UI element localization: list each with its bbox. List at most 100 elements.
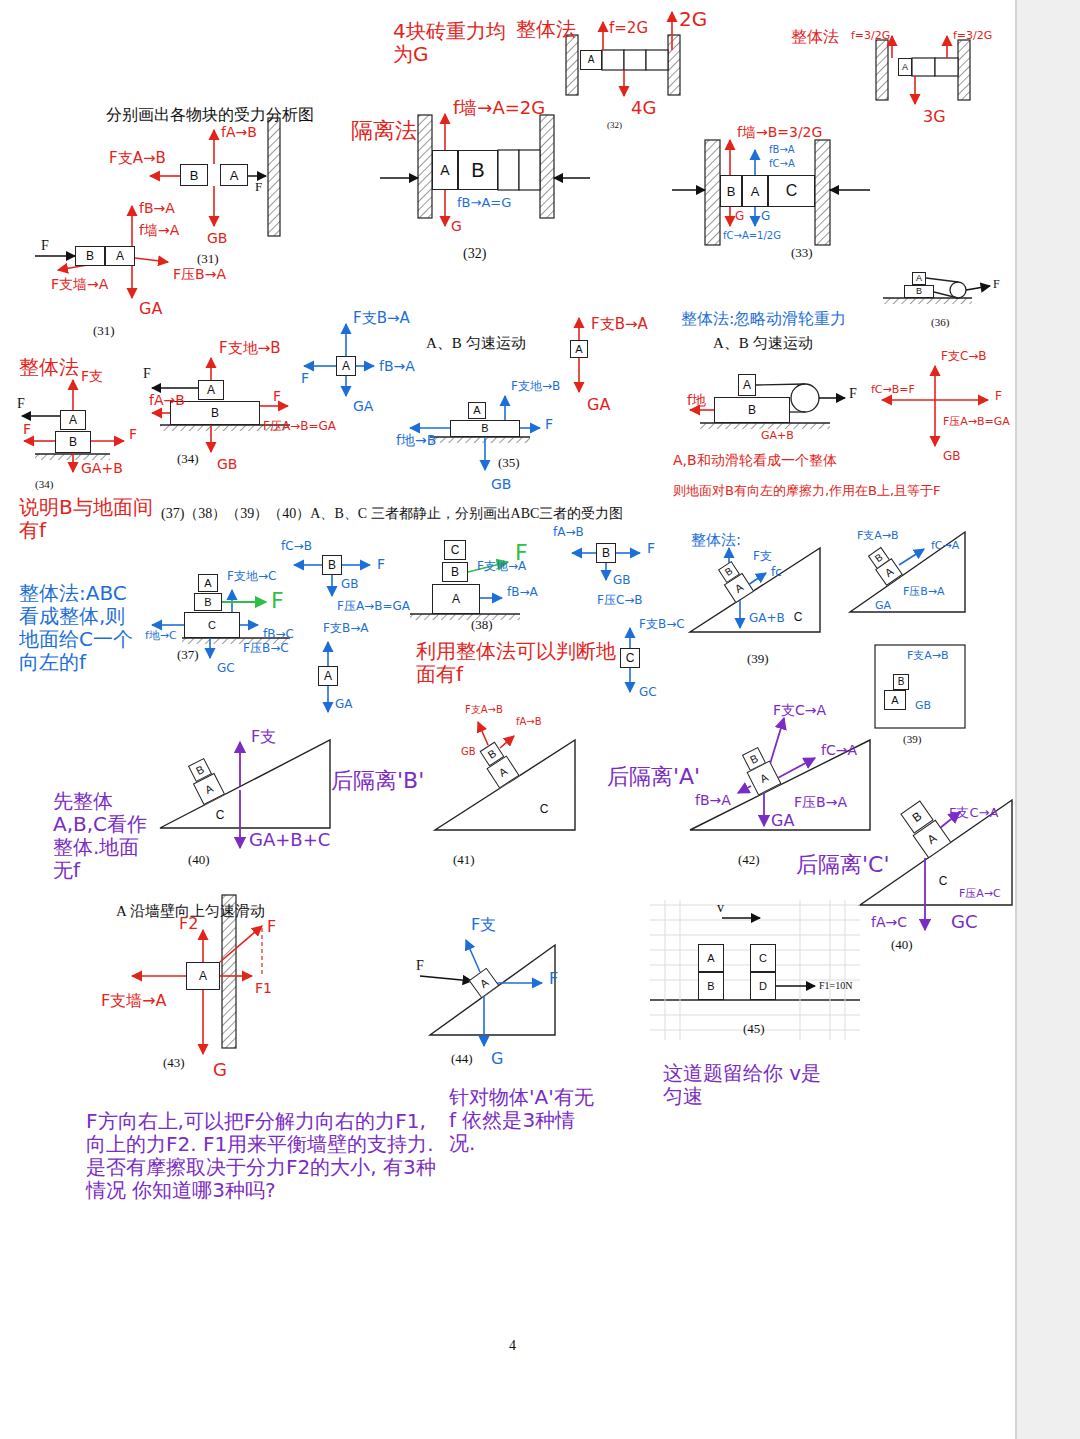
printed-text: 分别画出各物块的受力分析图 <box>105 106 315 124</box>
block-letter: B <box>69 436 77 448</box>
handwritten-note: G <box>760 210 771 224</box>
force-arrow <box>72 380 74 410</box>
block-letter: C <box>626 652 635 664</box>
block-letter: A <box>324 670 332 682</box>
block-box: A <box>432 584 480 614</box>
handwritten-note: f墙→B=3/2G <box>736 124 823 140</box>
brick <box>498 150 519 190</box>
printed-text: (36) <box>930 316 950 329</box>
wall <box>222 35 970 1048</box>
force-arrow <box>484 437 486 470</box>
block-box: C <box>768 175 815 207</box>
handwritten-note: F <box>266 918 277 936</box>
handwritten-note: GC <box>950 912 979 933</box>
handwritten-note: GA+B <box>80 460 124 476</box>
incline <box>690 740 870 830</box>
block-box: C <box>212 806 228 824</box>
force-arrow <box>380 177 418 179</box>
handwritten-note: F压C→B <box>596 594 644 608</box>
block-letter: B <box>707 981 714 992</box>
handwritten-note: F支地→A <box>476 560 527 574</box>
handwritten-note: 整体法 <box>790 28 840 46</box>
block-box: C <box>935 872 951 890</box>
force-arrow <box>239 790 241 848</box>
handwritten-note: 整体法 <box>515 18 577 41</box>
printed-text: (39) <box>902 733 922 746</box>
printed-text: (43) <box>162 1056 186 1071</box>
block-box: A <box>912 272 926 285</box>
handwritten-note: fA→C <box>870 914 908 930</box>
force-arrow <box>722 917 760 919</box>
force-arrow <box>763 791 765 826</box>
handwritten-note: fC→B <box>280 540 313 554</box>
force-arrow <box>220 926 262 962</box>
force-arrow <box>327 642 329 666</box>
page-margin <box>1016 0 1080 1439</box>
block-box: C <box>444 540 466 560</box>
wall <box>958 40 970 100</box>
brick <box>602 50 624 70</box>
handwritten-note: F <box>646 540 656 556</box>
handwritten-note: F <box>22 421 32 437</box>
printed-text: (31) <box>196 252 220 267</box>
force-arrow <box>260 405 288 407</box>
block-box: C <box>620 648 640 668</box>
block-letter: A <box>230 169 239 182</box>
block-letter: C <box>794 611 803 623</box>
block-box: B <box>442 562 468 582</box>
handwritten-note: fB→A <box>138 200 176 216</box>
ground-hatch <box>700 423 830 429</box>
force-arrow <box>672 189 705 191</box>
block-box: B <box>904 285 934 298</box>
grid <box>800 900 801 1040</box>
handwritten-note: F支A→B <box>856 530 900 543</box>
block-box: A <box>468 402 486 419</box>
force-arrow <box>891 36 893 58</box>
printed-text: (39) <box>746 652 770 667</box>
handwritten-note: F2 <box>178 915 199 933</box>
block-box: A <box>698 944 724 972</box>
handwritten-note: GB <box>206 230 228 246</box>
grid <box>830 900 831 1040</box>
handwritten-note: F <box>376 556 386 572</box>
block-box: B <box>450 420 520 437</box>
force-arrow <box>22 415 60 417</box>
printed-text: F <box>415 958 425 974</box>
block-letter: A <box>473 405 480 416</box>
force-arrow <box>882 399 935 401</box>
handwritten-note: F方向右上,可以把F分解力向右的力F1,向上的力F2. F1用来平衡墙壁的支持力… <box>85 1110 437 1202</box>
block-letter: A <box>116 250 124 262</box>
incline <box>430 945 555 1035</box>
block-box: B <box>458 150 498 190</box>
ground-hatch <box>410 614 520 620</box>
handwritten-note: F <box>272 388 282 404</box>
handwritten-note: GC <box>638 686 658 700</box>
force-arrow <box>342 564 370 566</box>
handwritten-note: F支 <box>80 368 104 384</box>
block-letter: A <box>575 344 582 355</box>
block-letter: D <box>759 981 767 992</box>
block-letter: C <box>208 620 216 631</box>
block-letter: A <box>751 185 760 198</box>
grid <box>650 900 860 1040</box>
handwritten-note: F压A→B=GA <box>336 600 411 614</box>
ground-hatch <box>883 298 972 304</box>
block-letter: A <box>452 593 460 605</box>
handwritten-note: G <box>490 1050 504 1068</box>
grid <box>845 900 846 1040</box>
handwritten-note: fB→A <box>378 358 416 374</box>
block-letter: C <box>451 544 460 556</box>
block-letter: B <box>602 547 610 559</box>
force-arrow <box>748 573 766 585</box>
handwritten-note: fB→C <box>262 628 295 642</box>
pulley <box>791 384 819 412</box>
printed-text: (40) <box>890 938 914 953</box>
force-arrow <box>578 318 580 340</box>
block-box: D <box>750 972 776 1000</box>
figure-frame <box>875 645 965 728</box>
block-box: C <box>750 944 776 972</box>
force-arrow <box>572 552 596 554</box>
block-letter: A <box>440 163 449 177</box>
block-letter: A <box>588 55 595 65</box>
handwritten-note: 整体法: <box>690 532 742 549</box>
